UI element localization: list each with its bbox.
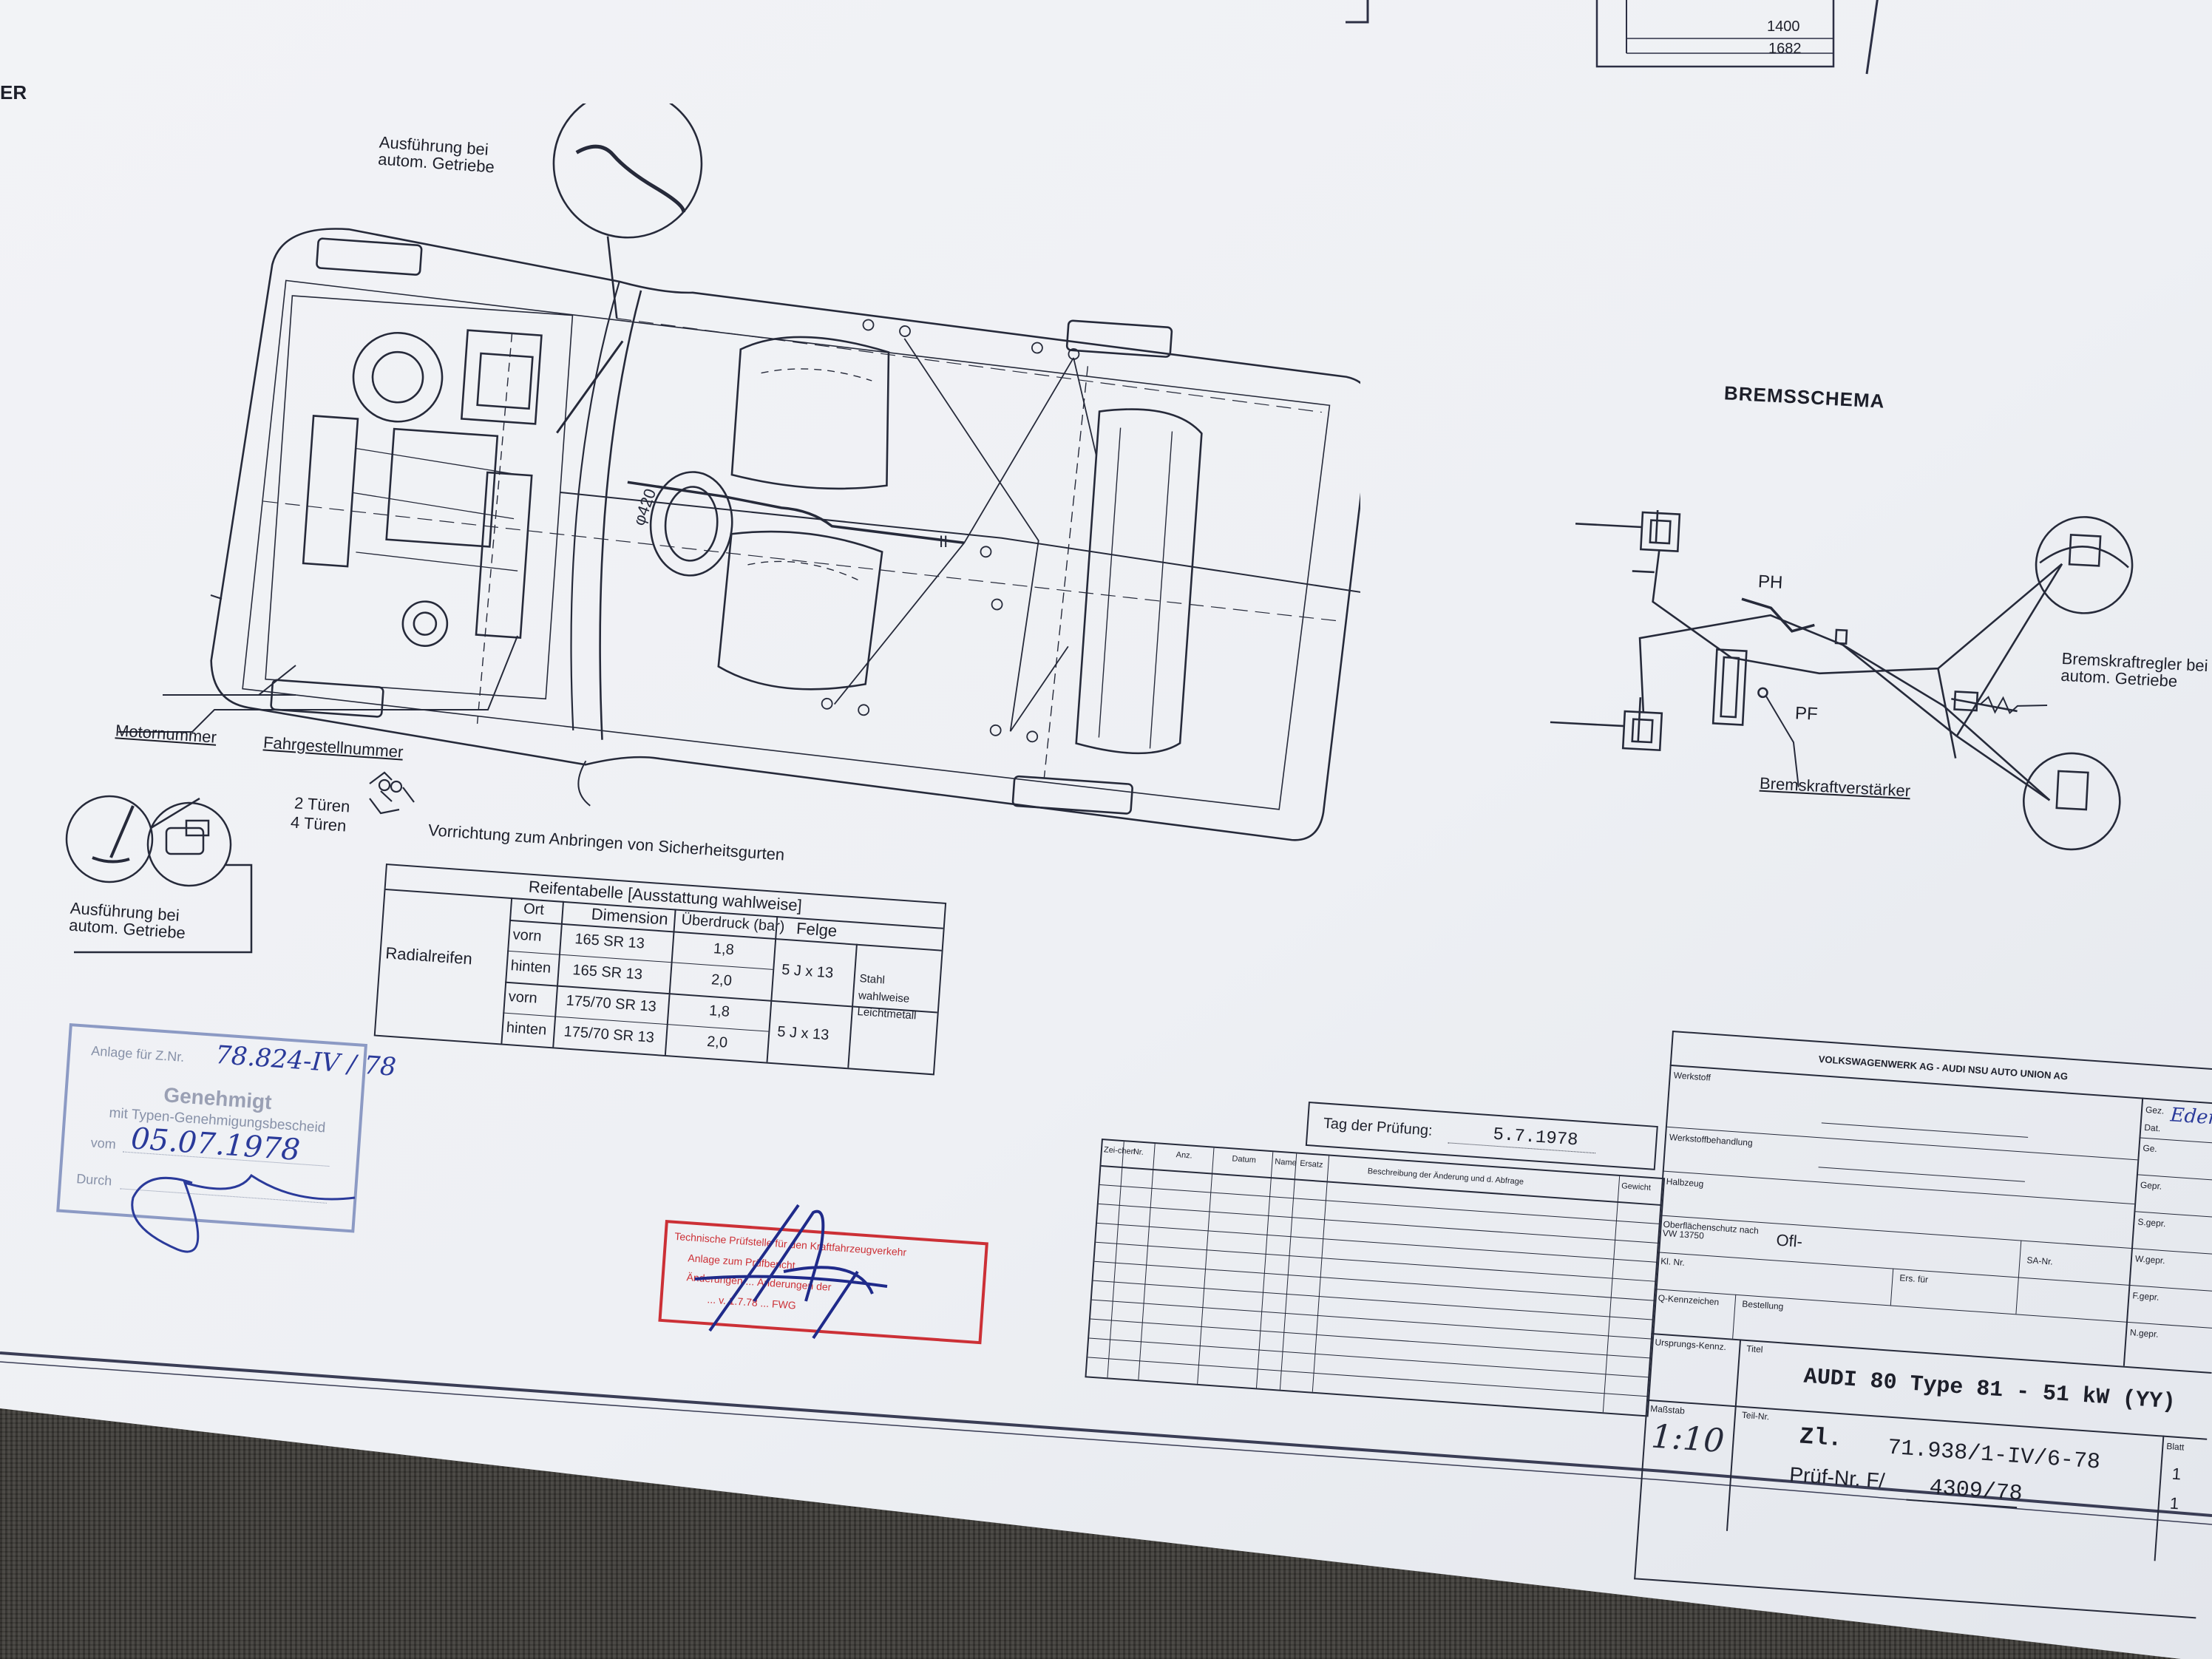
- tire-r4-pressure: 2,0: [706, 1033, 728, 1051]
- tire-r4-dim: 175/70 SR 13: [563, 1023, 655, 1046]
- dimension-1400: 1400: [1767, 18, 1800, 35]
- tire-r1-pressure: 1,8: [713, 940, 735, 959]
- tire-r2-place: hinten: [510, 957, 552, 977]
- car-top-view-drawing: φ420 II: [118, 104, 1360, 841]
- roman-numeral-label: II: [939, 532, 948, 551]
- tire-r1-place: vorn: [512, 926, 543, 945]
- tb-fgepr: F.gepr.: [2132, 1290, 2160, 1303]
- tire-row-group: Radialreifen: [384, 943, 473, 968]
- tb-sgepr: S.gepr.: [2137, 1216, 2166, 1229]
- revision-row-line: [1089, 1337, 1650, 1378]
- tb-wgepr: W.gepr.: [2134, 1253, 2166, 1266]
- tb-gez: Gez.: [2145, 1104, 2165, 1116]
- tire-r3-pressure: 1,8: [708, 1002, 730, 1020]
- tb-masstab-value: 1:10: [1649, 1417, 1726, 1461]
- brake-schema-diagram: [1550, 510, 2134, 851]
- label-doors-2: 2 Türen: [294, 793, 351, 816]
- tb-teil: Teil-Nr.: [1741, 1409, 1770, 1422]
- rev-col-nr: Nr.: [1133, 1147, 1144, 1157]
- tb-halbzeug: Halbzeug: [1666, 1175, 1704, 1190]
- tire-rim-steel: 5 J x 13: [781, 961, 834, 982]
- tb-bestell: Bestellung: [1741, 1298, 1784, 1312]
- tb-blatt-value: 1: [2171, 1464, 2182, 1484]
- tb-von-value: 1: [2169, 1493, 2180, 1513]
- rev-col-date: Datum: [1232, 1154, 1257, 1165]
- tire-rim-alloy: 5 J x 13: [776, 1023, 830, 1044]
- tb-masstab: Maßstab: [1649, 1403, 1686, 1417]
- tb-gez-value: Eden: [2169, 1104, 2212, 1130]
- tb-zl-label: Zl.: [1798, 1422, 1843, 1453]
- rev-col-name: Name: [1274, 1157, 1297, 1168]
- tire-r3-place: vorn: [508, 988, 538, 1007]
- tire-r3-dim: 175/70 SR 13: [565, 992, 657, 1015]
- revision-row-line: [1090, 1318, 1652, 1359]
- tb-kl: Kl. Nr.: [1660, 1255, 1686, 1268]
- tb-ge: Ge.: [2142, 1142, 2158, 1155]
- revision-row-line: [1099, 1184, 1660, 1225]
- tire-r2-dim: 165 SR 13: [571, 961, 643, 983]
- tire-col-dimension: Dimension: [591, 904, 669, 929]
- rev-col-count: Anz.: [1175, 1150, 1193, 1161]
- tire-col-rim: Felge: [795, 918, 838, 940]
- revision-row-line: [1098, 1203, 1660, 1244]
- label-doors-4: 4 Türen: [290, 812, 347, 835]
- brake-label-pf: PF: [1794, 703, 1819, 725]
- corner-text: ER: [0, 81, 27, 104]
- revision-row-line: [1096, 1241, 1657, 1282]
- tire-col-place: Ort: [523, 900, 545, 919]
- brake-label-ph: PH: [1757, 571, 1784, 593]
- revision-row-line: [1091, 1299, 1652, 1340]
- rev-col-description: Beschreibung der Änderung und d. Abfrage: [1367, 1167, 1524, 1187]
- spare-wheel-dimension: φ420: [629, 486, 659, 528]
- rev-col-weight: Gewicht: [1621, 1181, 1652, 1192]
- tb-werkstoff: Werkstoff: [1673, 1070, 1711, 1083]
- tire-r4-place: hinten: [506, 1019, 548, 1039]
- tb-dat: Dat.: [2143, 1122, 2161, 1134]
- tire-table-group-cell: Radialreifen: [375, 889, 513, 1044]
- tb-sa: SA-Nr.: [2026, 1255, 2054, 1267]
- rev-col-sign: Zei-chen: [1103, 1145, 1136, 1157]
- signature-approval: [131, 1173, 356, 1253]
- approval-line2: Genehmigt: [163, 1083, 273, 1114]
- signature-red-stamp: [694, 1204, 888, 1340]
- revision-row-line: [1096, 1222, 1658, 1263]
- test-date-label: Tag der Prüfung:: [1323, 1115, 1434, 1139]
- auto-gearbox-detail-circles: [65, 795, 253, 954]
- revision-row-line: [1094, 1261, 1655, 1301]
- revision-row-line: [1093, 1280, 1654, 1320]
- tire-r2-pressure: 2,0: [710, 971, 733, 989]
- tire-r1-dim: 165 SR 13: [574, 931, 645, 952]
- tb-titel: Titel: [1745, 1343, 1763, 1355]
- tb-blatt: Blatt: [2165, 1441, 2185, 1453]
- tire-col-pressure: Überdruck (bar): [680, 912, 786, 935]
- tb-gepr: Gepr.: [2140, 1179, 2162, 1192]
- tb-ngepr: N.gepr.: [2129, 1327, 2160, 1340]
- tb-oberflaeche-value: Ofl-: [1775, 1230, 1803, 1251]
- title-block: VOLKSWAGENWERK AG - AUDI NSU AUTO UNION …: [1634, 1031, 2212, 1619]
- approval-line4-prefix: vom: [90, 1135, 117, 1152]
- rev-col-ersatz: Ersatz: [1299, 1158, 1323, 1170]
- approval-line1-prefix: Anlage für Z.Nr.: [90, 1043, 185, 1065]
- revision-table: Zei-chen Nr. Anz. Datum Name Ersatz Besc…: [1085, 1139, 1666, 1417]
- dimension-1682: 1682: [1768, 41, 1802, 57]
- tb-ers: Ers. für: [1899, 1272, 1929, 1285]
- top-dimension-box: [1346, 0, 1879, 75]
